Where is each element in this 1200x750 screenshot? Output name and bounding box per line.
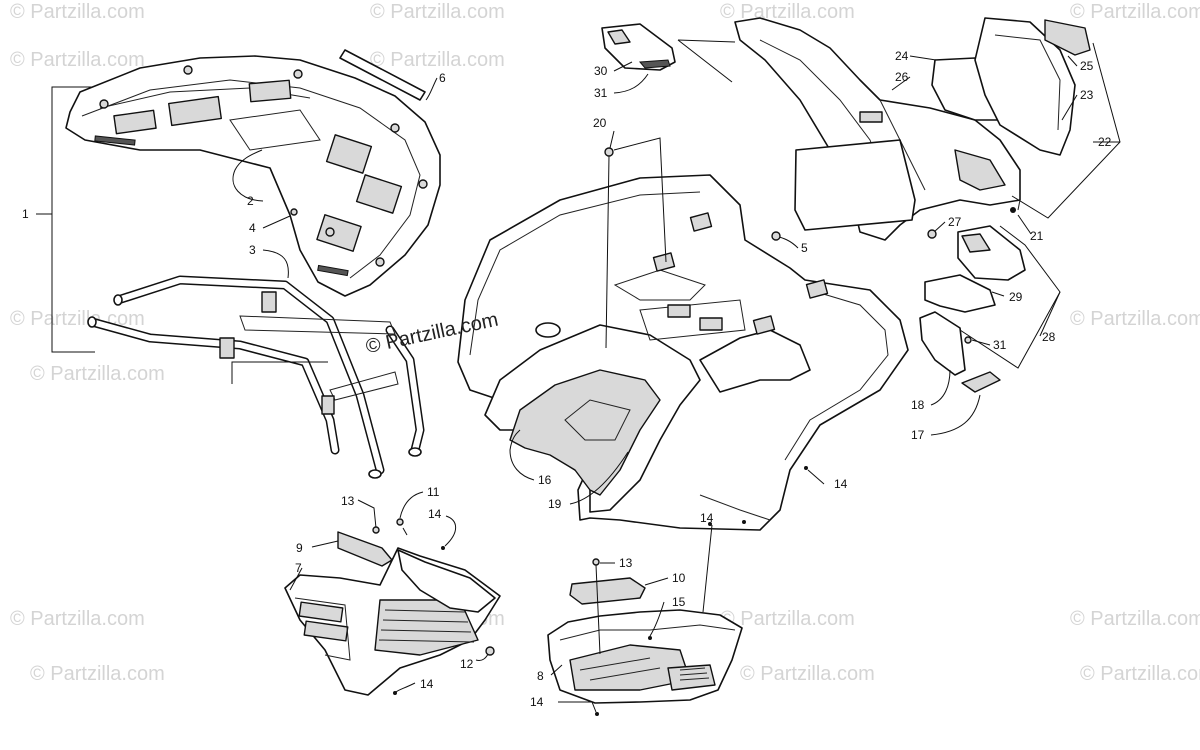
watermark-tile: © Partzilla.com [740,663,875,685]
callout-28: 28 [1042,330,1056,344]
vent-bracket-upper [601,23,676,71]
callout-14: 14 [428,507,442,521]
callout-31: 31 [993,338,1007,352]
callout-14: 14 [834,477,848,491]
watermark-tile: © Partzilla.com [370,49,505,71]
callout-3: 3 [249,243,256,257]
callout-labels: 1 2 3 4 5 6 7 8 9 10 11 12 13 13 14 14 1… [22,49,1112,709]
callout-26: 26 [895,70,909,84]
callout-20: 20 [593,116,607,130]
callout-14: 14 [530,695,544,709]
watermark-tile: © Partzilla.com [30,363,165,385]
callout-17: 17 [911,428,925,442]
callout-6: 6 [439,71,446,85]
callout-10: 10 [672,571,686,585]
callout-16: 16 [538,473,552,487]
callout-27: 27 [948,215,962,229]
callout-23: 23 [1080,88,1094,102]
callout-25: 25 [1080,59,1094,73]
leader-line [677,39,736,43]
watermark-tile: © Partzilla.com [720,608,855,630]
callout-4: 4 [249,221,256,235]
callout-14: 14 [700,511,714,525]
callout-29: 29 [1009,290,1023,304]
watermark-tile: © Partzilla.com [720,1,855,23]
leader-line [677,39,733,83]
callout-18: 18 [911,398,925,412]
footrest-scraper-right [569,577,646,605]
callout-22: 22 [1098,135,1112,149]
callout-7: 7 [295,561,302,575]
watermark-tile: © Partzilla.com [370,1,505,23]
vent-bracket-lower [919,225,1026,393]
watermark-tile: © Partzilla.com [30,663,165,685]
rear-fender [457,174,909,531]
watermark-tile: © Partzilla.com [1070,308,1200,330]
rack-tube-frame [87,275,425,479]
watermark-tile: © Partzilla.com [1070,1,1200,23]
callout-11: 11 [427,485,440,499]
leader-lines [232,42,1121,716]
footrest-scraper-left [337,531,393,567]
callout-21: 21 [1030,229,1044,243]
callout-31: 31 [594,86,608,100]
callout-13: 13 [619,556,633,570]
decal-strip [339,49,426,101]
right-footwell [547,609,743,704]
watermark-tile: © Partzilla.com [10,49,145,71]
watermark-tiles: © Partzilla.com © Partzilla.com © Partzi… [10,1,1200,685]
watermark-tile: © Partzilla.com [1070,608,1200,630]
callout-12: 12 [460,657,474,671]
callout-24: 24 [895,49,909,63]
callout-15: 15 [672,595,686,609]
watermark-tile: © Partzilla.com [10,1,145,23]
watermark-tile: © Partzilla.com [10,608,145,630]
left-footwell [284,547,501,696]
rear-rack [65,55,441,297]
callout-8: 8 [537,669,544,683]
assembly-bracket [51,86,95,353]
callout-1: 1 [22,207,29,221]
callout-9: 9 [296,541,303,555]
callout-19: 19 [548,497,562,511]
callout-30: 30 [594,64,608,78]
watermark-tile: © Partzilla.com [1080,663,1200,685]
front-side-panel [734,17,1091,241]
callout-13: 13 [341,494,355,508]
callout-5: 5 [801,241,808,255]
leader-line [231,361,328,384]
callout-14: 14 [420,677,434,691]
callout-2: 2 [247,194,254,208]
